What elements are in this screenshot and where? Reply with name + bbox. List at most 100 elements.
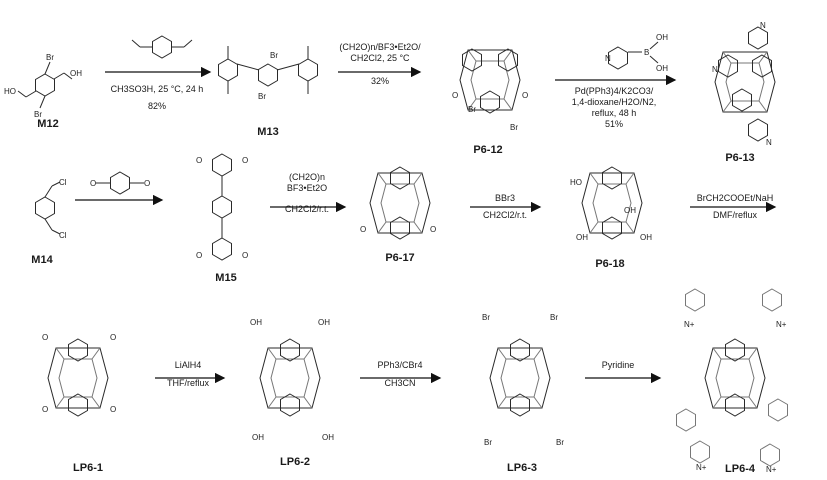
atom-label: Br <box>482 313 490 322</box>
condition-text: 1,4-dioxane/H2O/N2, <box>571 97 657 107</box>
condition-text: BF3•Et2O <box>286 183 328 193</box>
atom-label: OH <box>318 318 330 327</box>
molecule-p6-13: N N N <box>712 21 776 147</box>
compound-label-lp6-4: LP6-4 <box>725 463 755 475</box>
atom-label: N+ <box>766 465 777 474</box>
reagent-pyridylboronic-acid: B OH OH N <box>605 33 668 73</box>
atom-label: O <box>242 156 248 165</box>
condition-text: LiAlH4 <box>174 360 202 370</box>
atom-label: O <box>110 405 116 414</box>
conditions-step-9: PPh3/CBr4 CH3CN <box>377 360 422 389</box>
compound-label-m12: M12 <box>37 118 59 130</box>
conditions-step-10: Pyridine <box>602 360 635 371</box>
conditions-step-1: CH3SO3H, 25 °C, 24 h 82% <box>111 84 204 112</box>
atom-label: Br <box>270 51 278 60</box>
molecule-m15: O O O O <box>196 153 248 261</box>
atom-label: Cl <box>59 178 67 187</box>
atom-label: N <box>766 138 772 147</box>
atom-label: O <box>144 179 150 188</box>
compound-label-m15: M15 <box>215 272 237 284</box>
atom-label: OH <box>70 69 82 78</box>
atom-label: Br <box>510 123 518 132</box>
condition-text: reflux, 48 h <box>591 108 637 118</box>
molecule-m14: Cl Cl <box>35 178 67 240</box>
atom-label: Cl <box>59 231 67 240</box>
atom-label: N+ <box>684 320 695 329</box>
condition-text: BrCH2COOEt/NaH <box>696 193 774 203</box>
atom-label: Br <box>550 313 558 322</box>
atom-label: O <box>360 225 366 234</box>
molecule-p6-17: O O <box>360 166 436 240</box>
atom-label: N+ <box>776 320 787 329</box>
atom-label: O <box>110 333 116 342</box>
reagent-dialkoxybenzene <box>131 35 193 59</box>
atom-label: N <box>605 54 611 63</box>
atom-label: Br <box>46 53 54 62</box>
condition-text: (CH2O)n/BF3•Et2O/ <box>339 42 421 52</box>
atom-label: HO <box>4 87 16 96</box>
atom-label: O <box>430 225 436 234</box>
condition-text: CH2Cl2, 25 °C <box>350 53 410 63</box>
compound-label-m13: M13 <box>257 126 279 138</box>
atom-label: OH <box>250 318 262 327</box>
molecule-lp6-3: Br Br Br Br <box>482 313 564 447</box>
atom-label: Br <box>484 438 492 447</box>
conditions-step-2: (CH2O)n/BF3•Et2O/ CH2Cl2, 25 °C 32% <box>339 42 420 87</box>
atom-label: B <box>644 48 649 57</box>
atom-label: Br <box>34 110 42 119</box>
compound-label-p6-18: P6-18 <box>595 258 625 270</box>
molecule-p6-18: HO OH OH OH <box>570 166 652 242</box>
atom-label: N <box>760 21 766 30</box>
conditions-step-7: BrCH2COOEt/NaH DMF/reflux <box>697 193 774 221</box>
atom-label: N <box>712 65 718 74</box>
molecule-lp6-2: OH OH OH OH <box>250 318 334 442</box>
condition-text: THF/reflux <box>166 378 210 388</box>
atom-label: O <box>196 156 202 165</box>
condition-text: Pyridine <box>601 360 635 370</box>
conditions-step-3: Pd(PPh3)4/K2CO3/ 1,4-dioxane/H2O/N2, ref… <box>572 86 657 130</box>
atom-label: OH <box>252 433 264 442</box>
molecule-m13: Br Br <box>218 46 318 101</box>
atom-label: OH <box>656 33 668 42</box>
reagent-dimethoxybenzene: O O <box>90 171 150 195</box>
condition-yield: 82% <box>147 101 166 111</box>
atom-label: Br <box>556 438 564 447</box>
atom-label: O <box>452 91 458 100</box>
compound-label-p6-17: P6-17 <box>385 252 415 264</box>
atom-label: OH <box>640 233 652 242</box>
condition-text: (CH2O)n <box>288 172 326 182</box>
atom-label: O <box>42 333 48 342</box>
molecule-lp6-1: O O O O <box>42 333 116 417</box>
molecule-m12: OH HO Br Br <box>4 53 82 119</box>
molecule-lp6-4: N+ N+ N+ N+ <box>676 288 788 474</box>
conditions-step-6: BBr3 CH2Cl2/r.t. <box>483 193 527 221</box>
atom-label: O <box>42 405 48 414</box>
atom-label: OH <box>656 64 668 73</box>
compound-label-p6-13: P6-13 <box>725 152 755 164</box>
condition-text: CH2Cl2/r.t. <box>284 204 330 214</box>
conditions-step-5: (CH2O)n BF3•Et2O CH2Cl2/r.t. <box>285 172 329 215</box>
atom-label: O <box>90 179 96 188</box>
condition-text: CH2Cl2/r.t. <box>482 210 528 220</box>
compound-label-m14: M14 <box>31 254 53 266</box>
condition-text: PPh3/CBr4 <box>377 360 423 370</box>
compound-label-lp6-3: LP6-3 <box>507 462 537 474</box>
compound-label-lp6-2: LP6-2 <box>280 456 310 468</box>
conditions-step-8: LiAlH4 THF/reflux <box>167 360 209 389</box>
atom-label: O <box>196 251 202 260</box>
atom-label: OH <box>576 233 588 242</box>
atom-label: N+ <box>696 463 707 472</box>
condition-text: CH3SO3H, 25 °C, 24 h <box>110 84 204 94</box>
compound-label-p6-12: P6-12 <box>473 144 503 156</box>
atom-label: OH <box>624 206 636 215</box>
atom-label: O <box>522 91 528 100</box>
atom-label: Br <box>258 92 266 101</box>
condition-yield: 51% <box>604 119 624 129</box>
condition-text: CH3CN <box>384 378 416 388</box>
condition-yield: 32% <box>370 76 390 86</box>
condition-text: BBr3 <box>494 193 516 203</box>
atom-label: O <box>242 251 248 260</box>
compound-label-lp6-1: LP6-1 <box>73 462 103 474</box>
atom-label: HO <box>570 178 582 187</box>
